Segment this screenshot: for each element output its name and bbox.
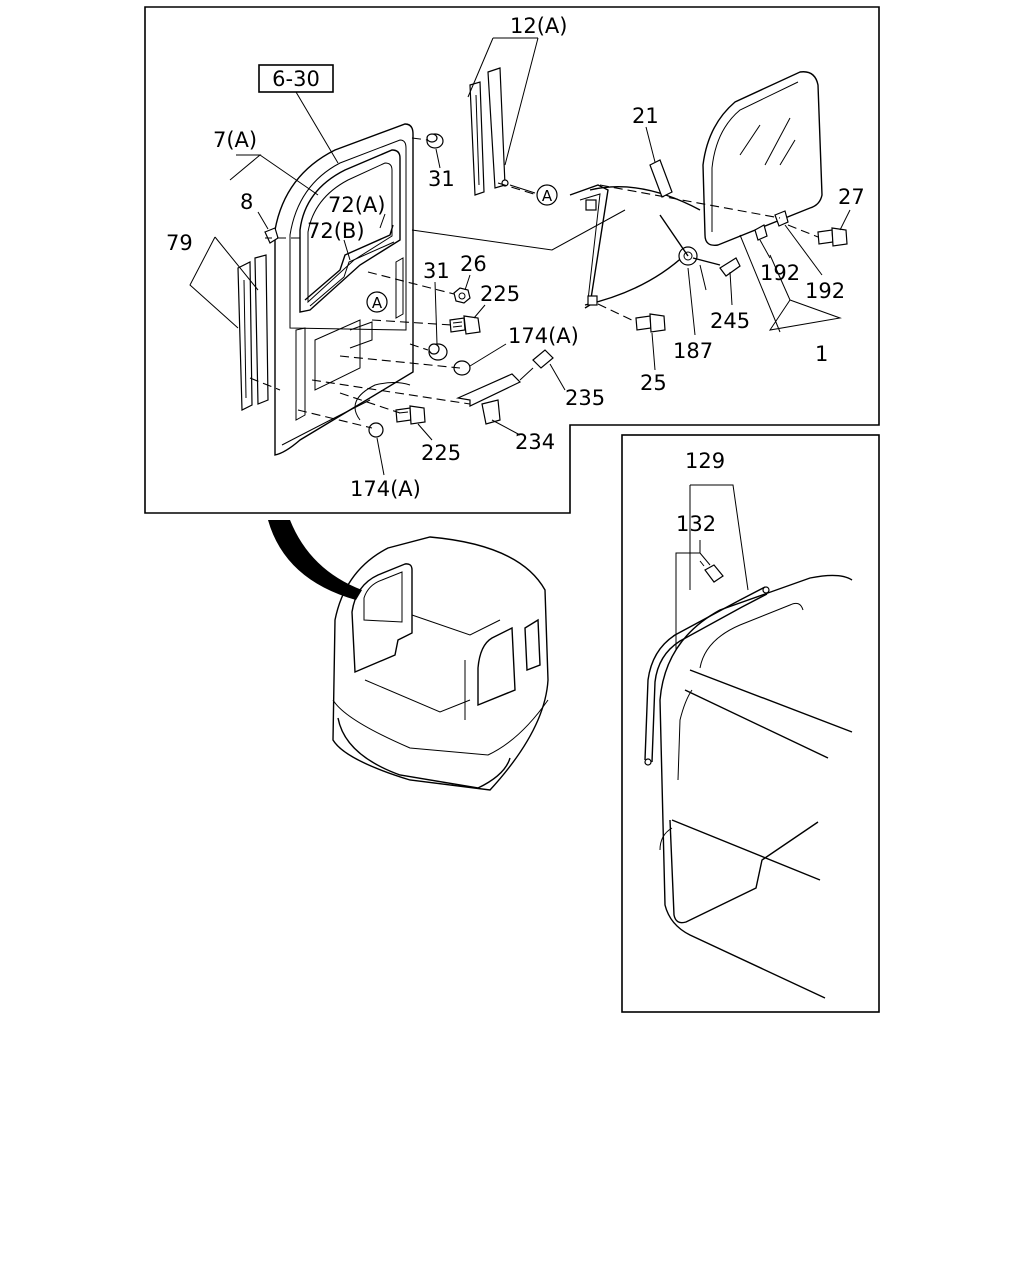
callout-25: 25 <box>640 371 667 395</box>
callout-a-right: A <box>542 187 553 205</box>
callout-21: 21 <box>632 104 659 128</box>
door-inner-panel <box>274 123 414 456</box>
weatherstrip-72 <box>304 224 394 301</box>
callout-192-b: 192 <box>805 279 845 303</box>
detail-door-frame <box>659 574 853 999</box>
callout-a-right-circle <box>536 184 558 206</box>
callout-31-top: 31 <box>428 167 455 191</box>
screw-235 <box>519 349 554 381</box>
cap-174A-bottom <box>368 422 384 438</box>
callout-31-mid: 31 <box>423 259 450 283</box>
callout-132: 132 <box>676 512 716 536</box>
callout-a-left-circle <box>366 291 388 313</box>
seal-129 <box>644 586 770 766</box>
callout-12A: 12(A) <box>510 14 567 38</box>
leader-lines-main <box>189 37 851 476</box>
callout-a-left: A <box>372 294 383 312</box>
callout-192-a: 192 <box>760 261 800 285</box>
callout-129: 129 <box>685 449 725 473</box>
callout-225-top: 225 <box>480 282 520 306</box>
nut-26 <box>453 287 471 304</box>
clip-192-a <box>754 224 768 241</box>
callout-27: 27 <box>838 185 865 209</box>
bolt-225-bottom <box>395 405 426 425</box>
ref-box-label: 6-30 <box>272 67 320 91</box>
cab-overview <box>268 520 549 791</box>
weatherstrip-72-inner <box>309 241 395 307</box>
callout-234: 234 <box>515 430 555 454</box>
callout-235: 235 <box>565 386 605 410</box>
main-panel-frame <box>144 6 880 514</box>
channel-12A <box>469 67 509 196</box>
callout-79: 79 <box>166 231 193 255</box>
plug-31-top <box>426 133 444 149</box>
callout-7A: 7(A) <box>213 128 257 152</box>
bracket-234 <box>455 373 522 425</box>
callout-225-bottom: 225 <box>421 441 461 465</box>
bolt-27 <box>817 227 848 247</box>
bolt-225-top <box>449 315 481 335</box>
callout-72B: 72(B) <box>307 219 365 243</box>
callout-174A-top: 174(A) <box>508 324 579 348</box>
cap-174A-top <box>453 360 471 376</box>
door-glass-1 <box>702 71 823 246</box>
plug-31-mid <box>428 343 448 361</box>
clip-192-b <box>774 210 789 227</box>
rail-79 <box>237 254 269 411</box>
leader-lines-detail <box>675 484 749 650</box>
bracket-245 <box>719 257 741 277</box>
callout-245: 245 <box>710 309 750 333</box>
screw-132 <box>699 560 724 583</box>
callout-8: 8 <box>240 190 253 214</box>
detail-panel-frame <box>621 434 880 1013</box>
regulator-187 <box>569 184 721 309</box>
bolt-25 <box>635 313 666 333</box>
clip-8 <box>264 227 279 244</box>
handle-21 <box>649 159 673 198</box>
callout-174A-bottom: 174(A) <box>350 477 421 501</box>
callout-72A: 72(A) <box>328 193 385 217</box>
ref-box-leader <box>295 91 339 164</box>
callout-26: 26 <box>460 252 487 276</box>
callout-1: 1 <box>815 342 828 366</box>
callout-187: 187 <box>673 339 713 363</box>
